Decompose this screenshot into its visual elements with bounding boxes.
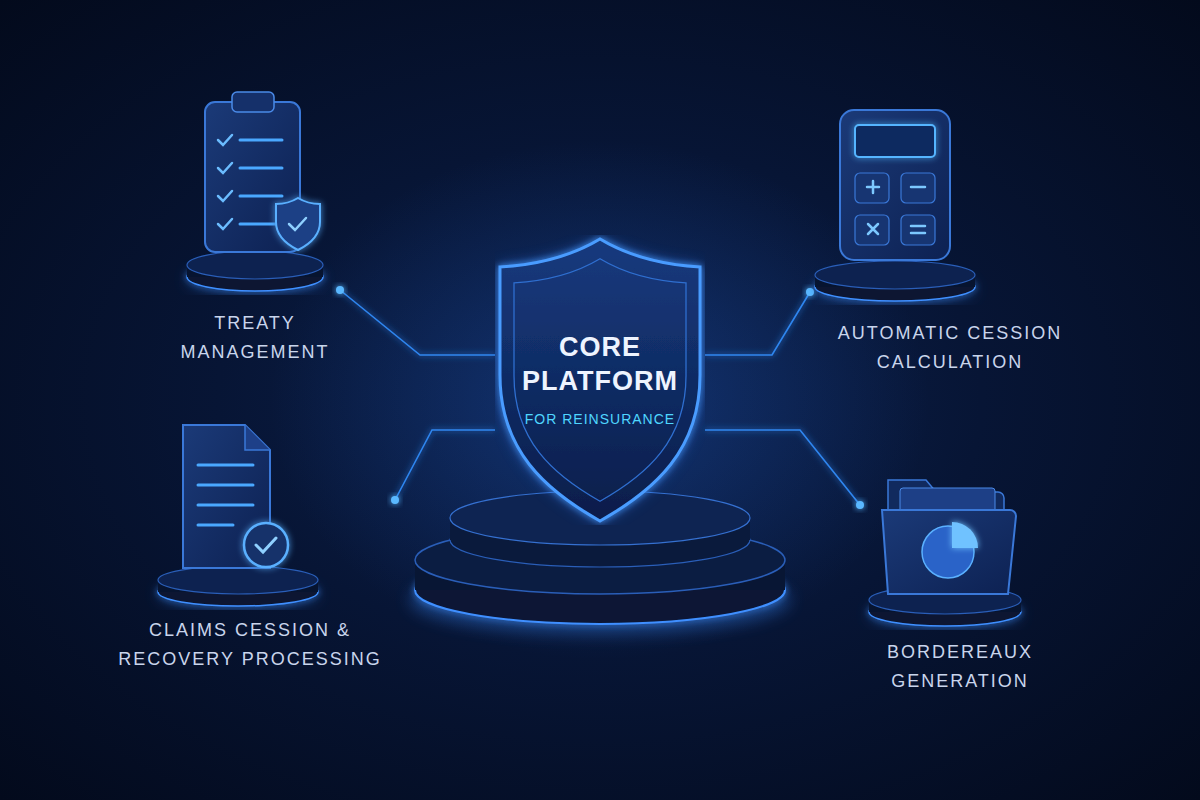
feature-label: AUTOMATIC CESSION CALCULATION [810, 319, 1090, 377]
connector-line [395, 430, 495, 500]
core-subtitle: FOR REINSURANCE [525, 411, 675, 427]
connector [391, 430, 495, 504]
connector [336, 286, 495, 355]
connector [705, 288, 814, 355]
feature-label: CLAIMS CESSION & RECOVERY PROCESSING [110, 616, 390, 674]
feature-node: BORDEREAUX GENERATION [860, 440, 1060, 696]
feature-label: BORDEREAUX GENERATION [870, 638, 1050, 696]
connector-line [705, 430, 860, 505]
folder-icon [850, 440, 1040, 630]
connector-dot [391, 496, 399, 504]
clipboard-icon [170, 80, 340, 295]
feature-node: AUTOMATIC CESSION CALCULATION [810, 95, 1090, 377]
feature-node: TREATY MANAGEMENT [170, 80, 340, 367]
connector [705, 430, 864, 509]
connector-dot [806, 288, 814, 296]
connector-dot [336, 286, 344, 294]
connector-line [705, 292, 810, 355]
connector-line [340, 290, 495, 355]
core-shield: CORE PLATFORM FOR REINSURANCE [495, 235, 705, 525]
feature-label: TREATY MANAGEMENT [180, 309, 330, 367]
document-icon [138, 410, 338, 610]
connector-dot [856, 501, 864, 509]
feature-node: CLAIMS CESSION & RECOVERY PROCESSING [105, 410, 395, 674]
calculator-icon [795, 95, 995, 305]
core-title: CORE PLATFORM [515, 331, 685, 399]
